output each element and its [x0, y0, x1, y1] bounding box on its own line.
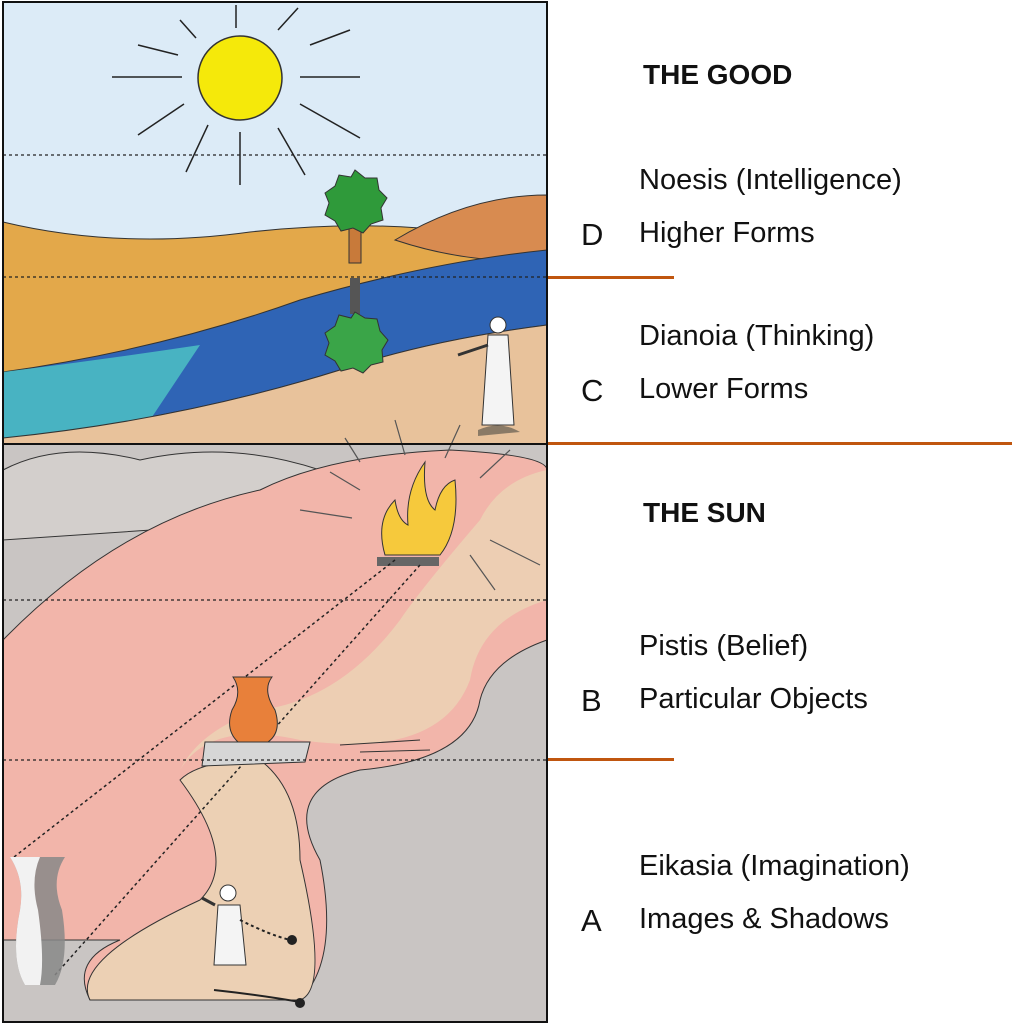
level-d-line2: Higher Forms	[639, 217, 815, 249]
fire-base	[377, 557, 439, 566]
heading-the-sun: THE SUN	[643, 497, 766, 528]
divider-d-c	[548, 276, 674, 279]
tree-reflection	[324, 311, 389, 374]
divider-good-sun	[548, 442, 1012, 445]
level-b-line2: Particular Objects	[639, 683, 868, 715]
sun-rays	[112, 5, 361, 185]
projection-lines	[13, 559, 421, 976]
level-d-letter: D	[581, 217, 604, 252]
heading-the-good: THE GOOD	[643, 59, 793, 90]
prisoner-figure	[201, 884, 305, 1008]
sun	[197, 35, 283, 121]
tree-crown	[324, 169, 388, 234]
level-b-letter: B	[581, 683, 602, 718]
level-c-line1: Dianoia (Thinking)	[639, 320, 875, 352]
level-dividers	[3, 154, 547, 761]
level-a-letter: A	[581, 903, 602, 938]
level-d-line1: Noesis (Intelligence)	[639, 164, 902, 196]
level-a-line2: Images & Shadows	[639, 903, 889, 935]
level-b-line1: Pistis (Belief)	[639, 630, 809, 662]
level-c-line2: Lower Forms	[639, 373, 809, 405]
philosopher-figure	[457, 316, 520, 436]
level-c-letter: C	[581, 373, 604, 408]
divider-b-a	[548, 758, 674, 761]
fire-glow-rays	[299, 419, 541, 591]
low-wall	[201, 741, 311, 767]
fire	[381, 460, 457, 556]
level-a-line1: Eikasia (Imagination)	[639, 850, 910, 882]
